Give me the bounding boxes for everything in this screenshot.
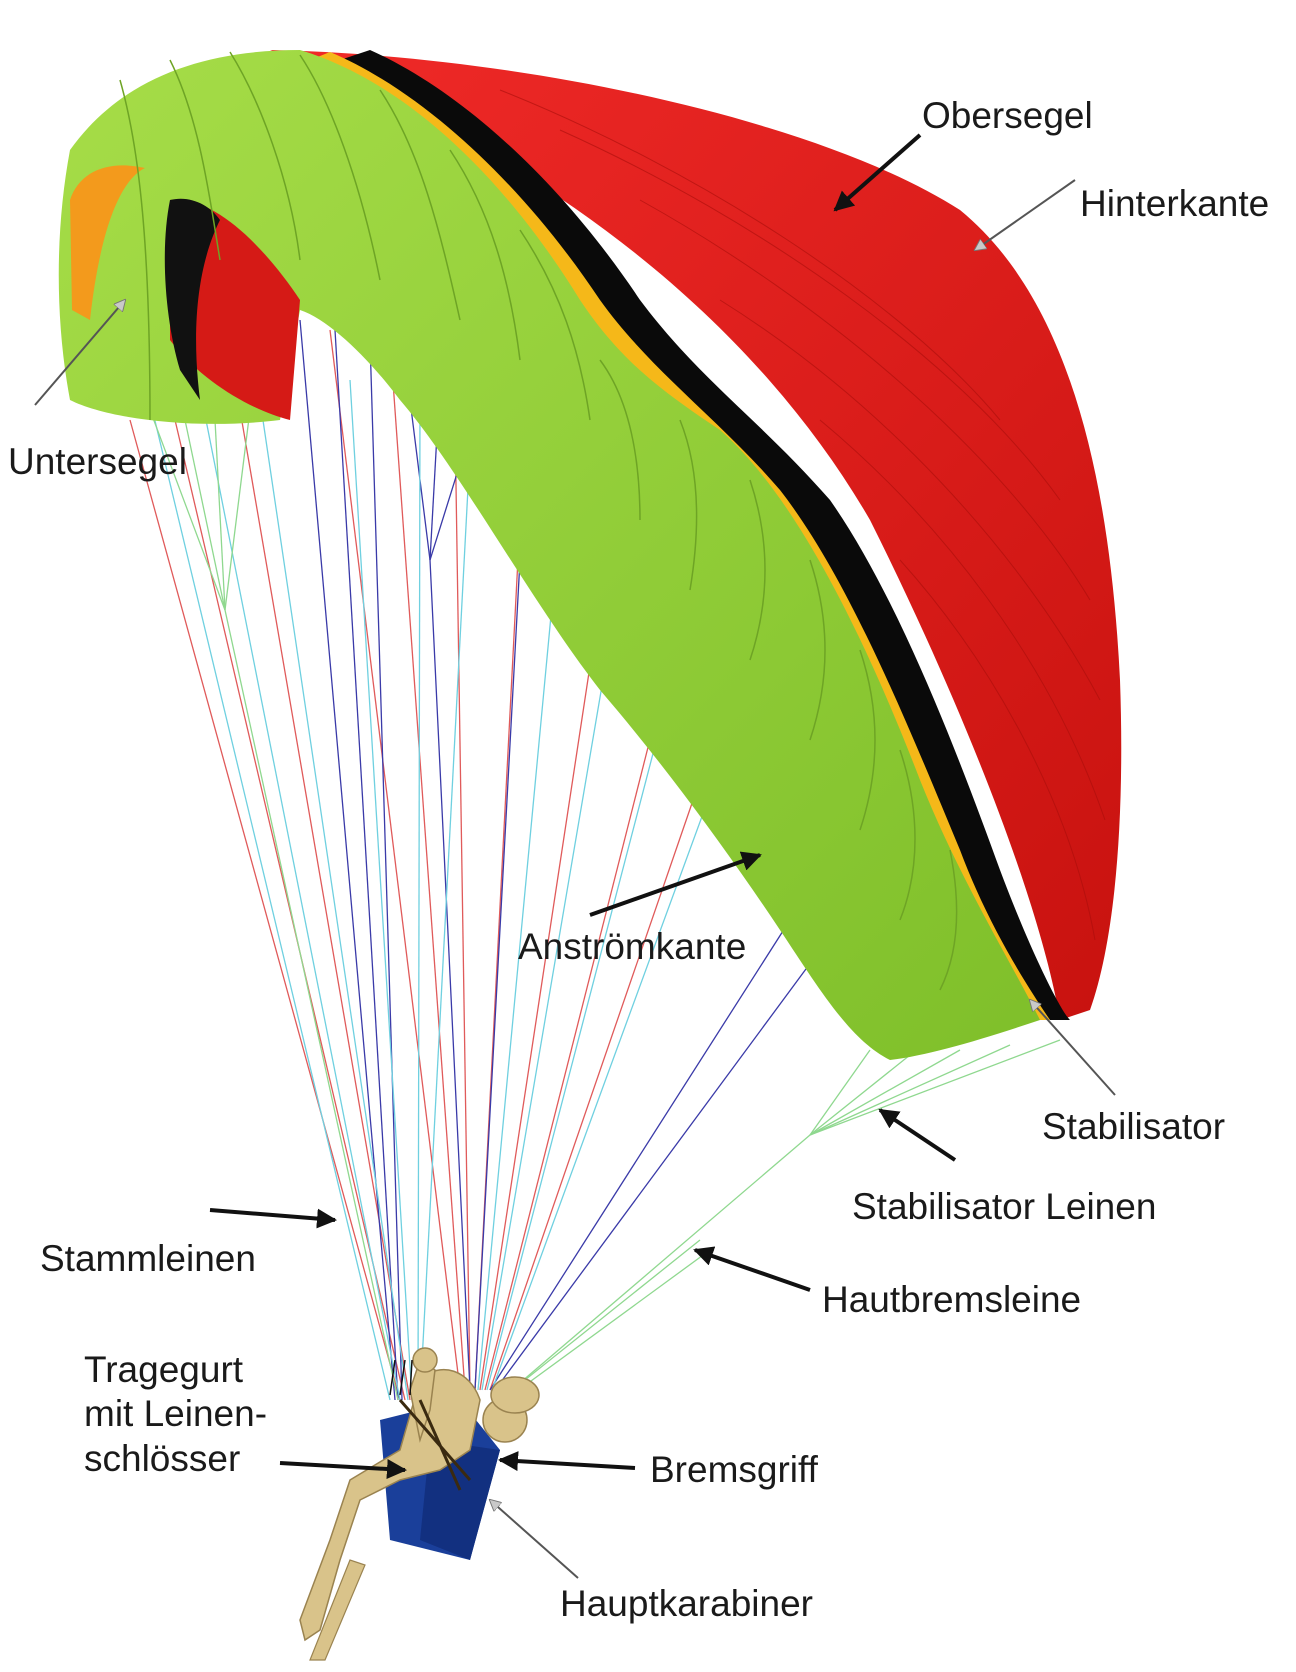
label-stabilisator: Stabilisator bbox=[1042, 1105, 1225, 1149]
pilot-helmet bbox=[491, 1377, 539, 1413]
label-stabilisator-leinen: Stabilisator Leinen bbox=[852, 1185, 1156, 1229]
label-tragegurt-line3: schlösser bbox=[84, 1437, 267, 1481]
label-bremsgriff: Bremsgriff bbox=[650, 1448, 818, 1492]
label-tragegurt: Tragegurt mit Leinen- schlösser bbox=[84, 1348, 267, 1481]
label-stammleinen: Stammleinen bbox=[40, 1237, 256, 1281]
pilot bbox=[300, 1348, 539, 1660]
label-obersegel: Obersegel bbox=[922, 94, 1093, 138]
arrow-anstroemkante bbox=[590, 855, 760, 915]
pilot-hand bbox=[413, 1348, 437, 1372]
canopy bbox=[59, 50, 1122, 1060]
label-hinterkante: Hinterkante bbox=[1080, 182, 1269, 226]
label-tragegurt-line1: Tragegurt bbox=[84, 1348, 267, 1392]
arrow-stammleinen bbox=[210, 1210, 335, 1220]
label-hautbremsleine: Hautbremsleine bbox=[822, 1278, 1081, 1322]
label-hauptkarabiner: Hauptkarabiner bbox=[560, 1582, 813, 1626]
arrow-hinterkante bbox=[975, 180, 1075, 250]
arrow-stabilisator-leinen bbox=[880, 1110, 955, 1160]
arrow-hautbremsleine bbox=[695, 1250, 810, 1290]
label-anstroemkante: Anströmkante bbox=[518, 925, 746, 969]
arrow-bremsgriff bbox=[500, 1460, 635, 1468]
arrow-hauptkarabiner bbox=[490, 1500, 578, 1578]
label-tragegurt-line2: mit Leinen- bbox=[84, 1392, 267, 1436]
label-untersegel: Untersegel bbox=[8, 440, 187, 484]
